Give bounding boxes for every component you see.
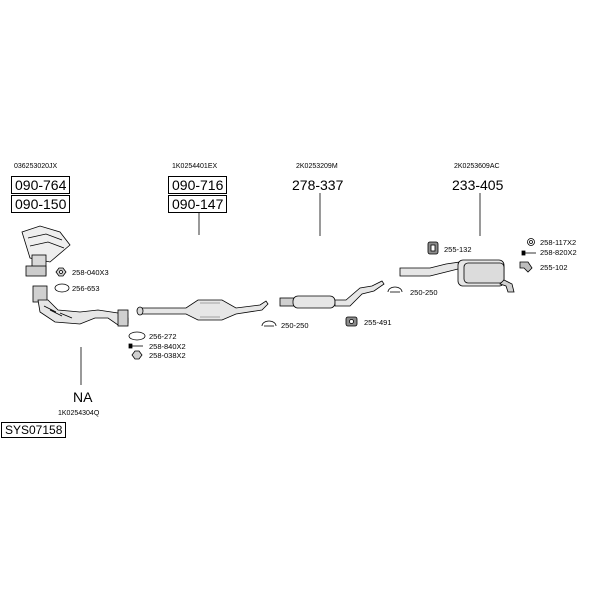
part-label[interactable]: 258-038X2	[149, 351, 186, 360]
center-silencer	[279, 280, 385, 309]
rubber-mount-icon	[427, 241, 439, 255]
part-label[interactable]: 255-102	[540, 263, 568, 272]
part-label[interactable]: 255-491	[364, 318, 392, 327]
part-label[interactable]: 258-840X2	[149, 342, 186, 351]
part-label[interactable]: 250-250	[281, 321, 309, 330]
nut-icon	[131, 350, 143, 360]
clamp-icon	[261, 320, 277, 327]
nut-icon	[55, 267, 67, 277]
bolt-icon	[521, 250, 536, 256]
catalytic-converter	[136, 299, 269, 321]
part-label[interactable]: 250-250	[410, 288, 438, 297]
part-label[interactable]: 255-132	[444, 245, 472, 254]
oem-number: 036253020JX	[14, 163, 58, 170]
system-code: SYS07158	[1, 422, 67, 438]
oem-number: 2K0253209M	[296, 163, 338, 170]
part-code-box[interactable]: 090-764	[11, 176, 71, 194]
bolt-icon	[128, 343, 143, 349]
rubber-mount-icon	[345, 316, 358, 327]
part-code[interactable]: 278-337	[292, 177, 344, 193]
part-label[interactable]: 258-820X2	[540, 248, 577, 257]
rear-silencer	[399, 259, 515, 293]
clamp-icon	[387, 286, 403, 293]
gasket-icon	[54, 283, 70, 293]
part-label[interactable]: 256-272	[149, 332, 177, 341]
ring-icon	[527, 238, 535, 246]
oem-number: 2K0253609AC	[454, 163, 500, 170]
part-label[interactable]: 256-653	[72, 284, 100, 293]
oem-number: 1K0254304Q	[58, 410, 100, 417]
exhaust-manifold	[21, 225, 71, 277]
front-pipe	[32, 285, 129, 327]
part-code[interactable]: 233-405	[452, 177, 504, 193]
bracket-icon	[519, 261, 533, 273]
part-code-box[interactable]: 090-150	[11, 195, 71, 213]
oem-number: 1K0254401EX	[172, 163, 218, 170]
part-label[interactable]: 258-040X3	[72, 268, 109, 277]
part-code-box[interactable]: 090-147	[168, 195, 228, 213]
na-label: NA	[73, 389, 93, 405]
part-code-box[interactable]: 090-716	[168, 176, 228, 194]
part-label[interactable]: 258-117X2	[540, 238, 577, 247]
gasket-icon	[128, 331, 146, 341]
